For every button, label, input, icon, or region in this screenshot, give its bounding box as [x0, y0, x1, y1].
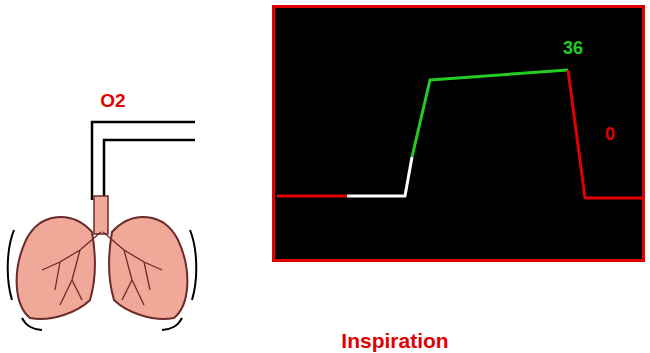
waveform-value: 36: [563, 39, 583, 57]
pressure-waveform: [277, 70, 642, 198]
lungs-illustration: [8, 196, 197, 330]
phase-label: Inspiration: [341, 330, 448, 351]
oxygen-tube: [92, 122, 195, 200]
monitor-box: 36 0: [272, 5, 645, 262]
waveform-value: 0: [605, 125, 615, 143]
monitor-screen: [272, 5, 645, 262]
gas-label: O2: [100, 91, 125, 110]
